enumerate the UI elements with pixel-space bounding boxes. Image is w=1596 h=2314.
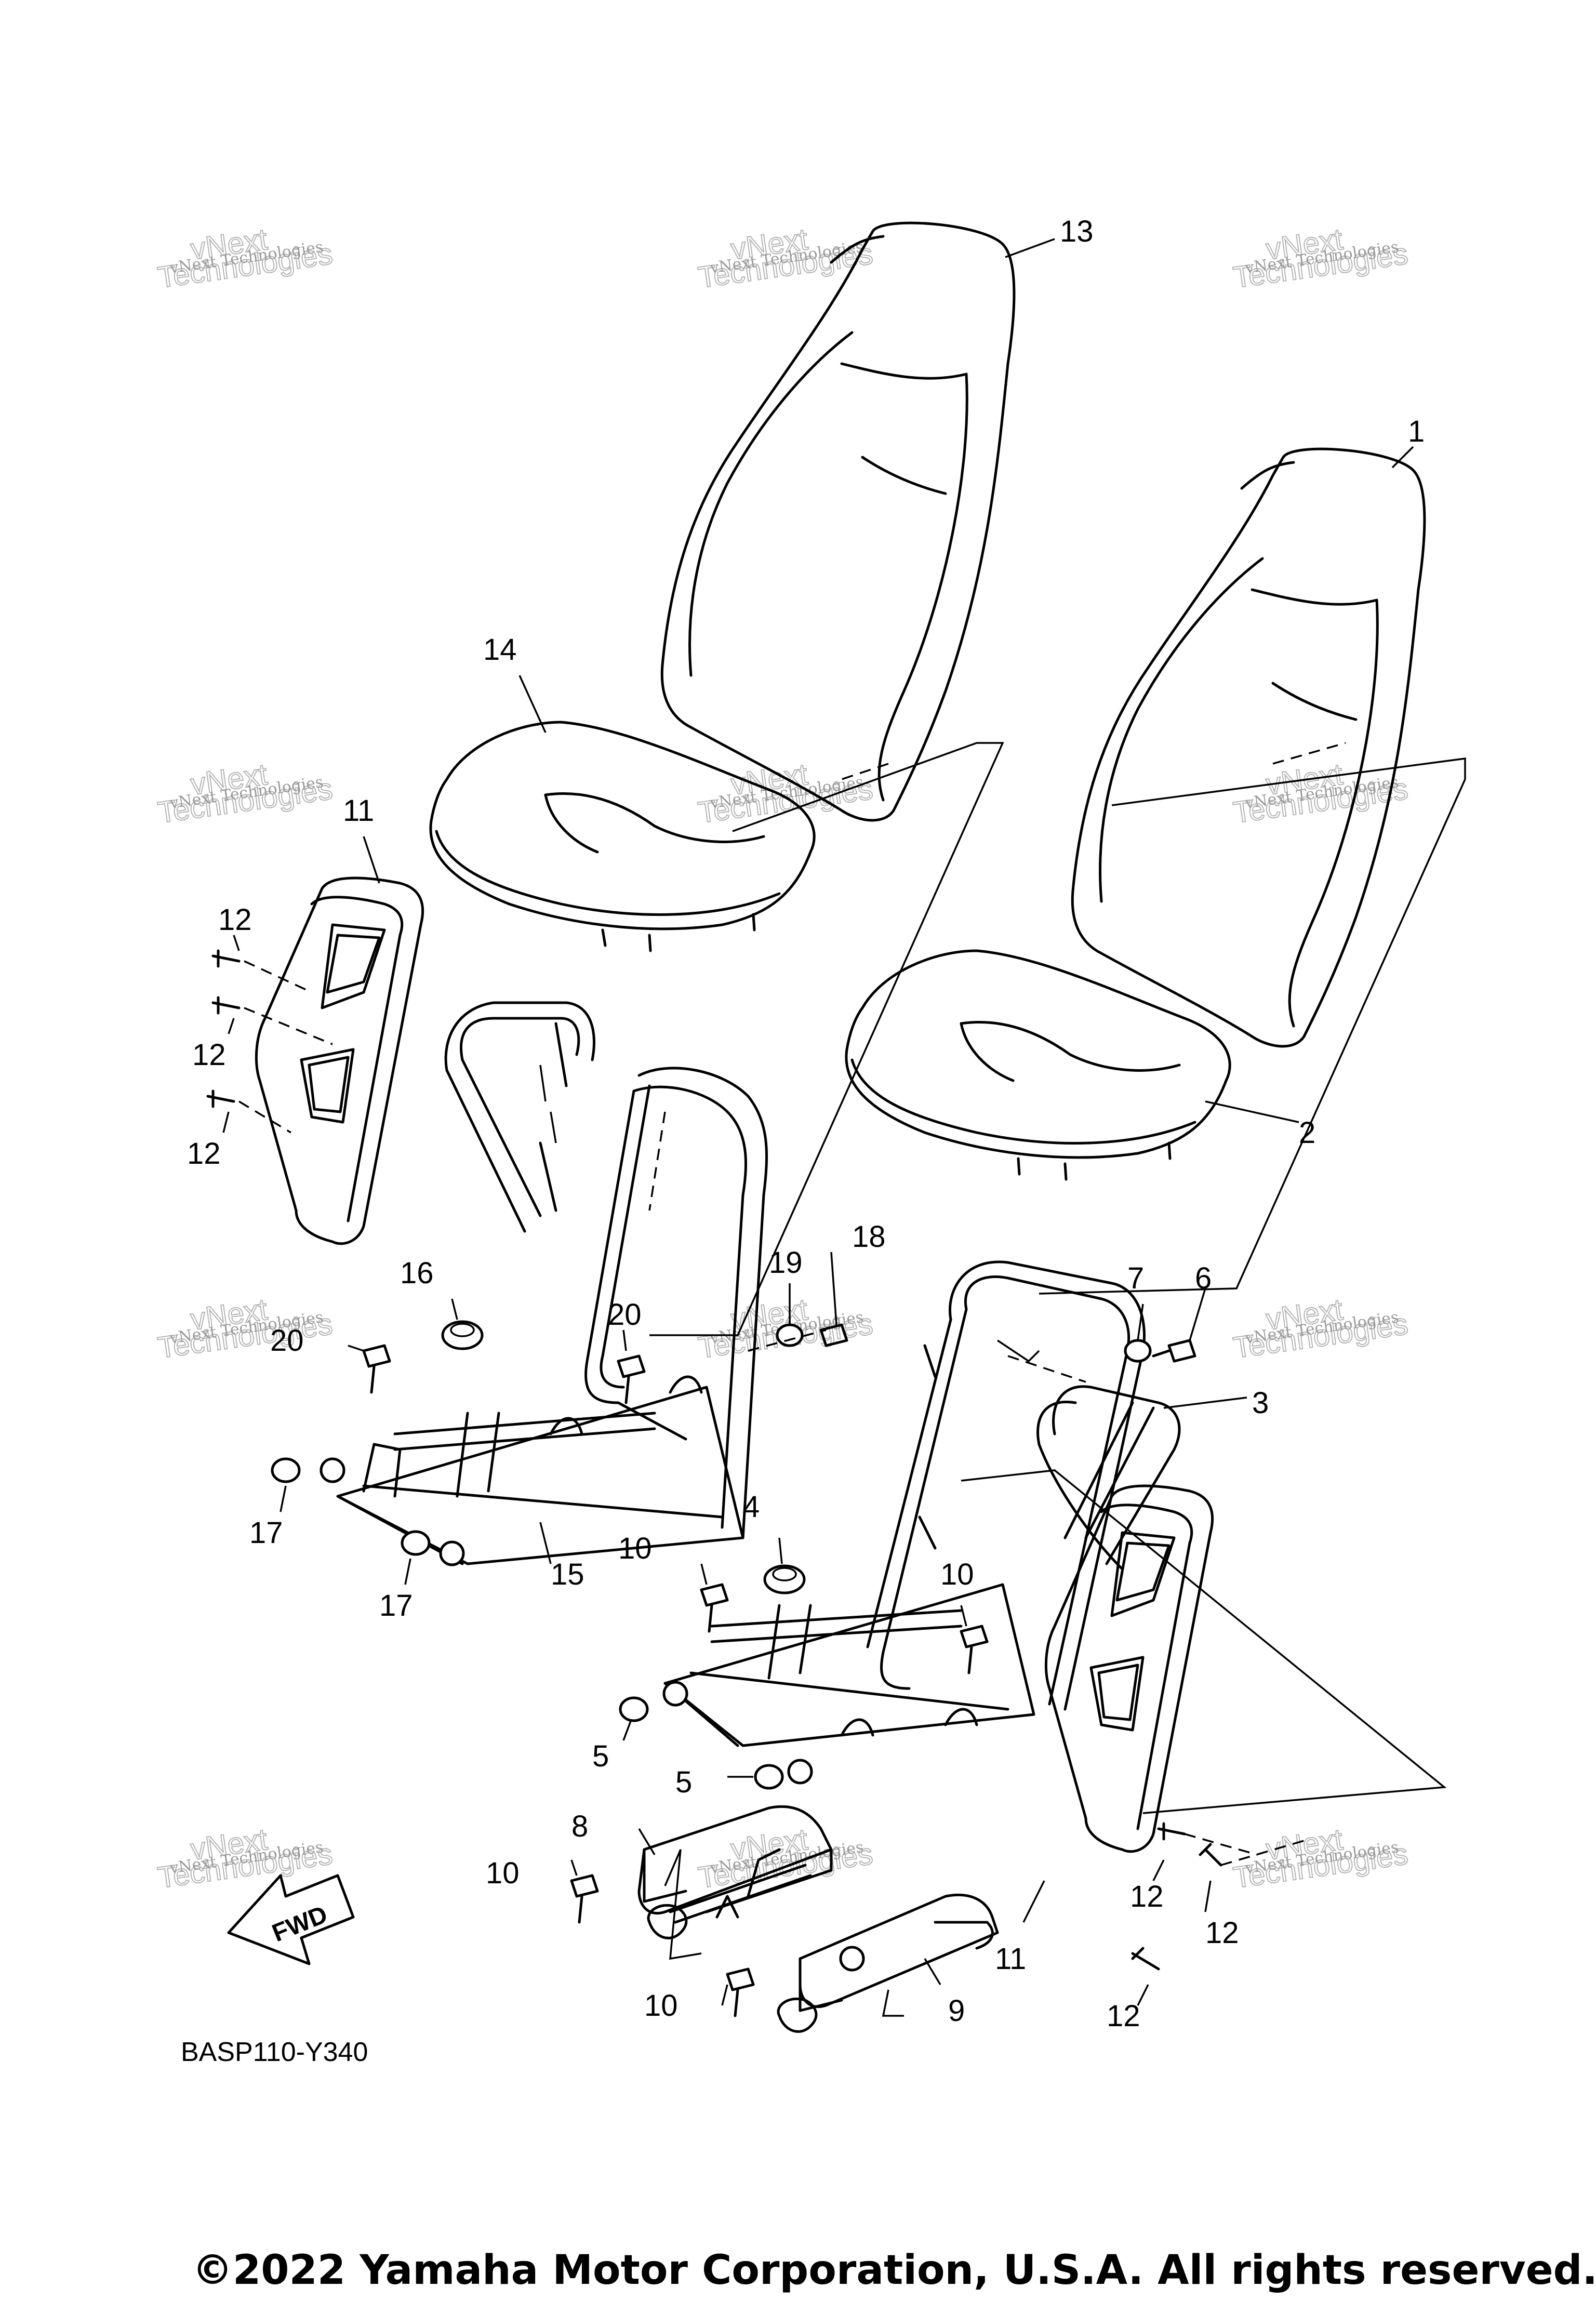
- seat-rail-right: [777, 1893, 999, 2033]
- seat-cushion-left: [429, 721, 816, 952]
- callout-label: 18: [852, 1220, 886, 1254]
- seat-frame-left: [320, 1001, 768, 1566]
- callout-label: 12: [1130, 1880, 1164, 1913]
- callout-label: 3: [1252, 1386, 1269, 1420]
- callout-label: 13: [1060, 215, 1094, 248]
- seat-cushion-right: [845, 949, 1231, 1181]
- callout-label: 5: [592, 1739, 609, 1773]
- callout-label: 10: [486, 1856, 520, 1890]
- callout-label: 12: [1205, 1916, 1239, 1950]
- side-panel-left: [255, 876, 424, 1245]
- callout-label: 8: [571, 1810, 588, 1843]
- leader-lines: [222, 238, 1466, 2017]
- callout-label: 4: [743, 1490, 760, 1524]
- seat-back-left: [660, 221, 1016, 822]
- callout-label: 2: [1299, 1116, 1315, 1150]
- callout-label: 12: [192, 1038, 226, 1072]
- fwd-arrow-icon: FWD: [227, 1874, 355, 1965]
- callout-label: 1: [1408, 415, 1425, 448]
- callout-label: 9: [948, 1994, 965, 2028]
- callout-label: 15: [551, 1558, 584, 1591]
- callout-label: 20: [270, 1324, 304, 1358]
- callout-label: 12: [187, 1137, 221, 1171]
- callout-label: 6: [1195, 1261, 1212, 1295]
- callouts: 13 1 14 2 3 11 12 12 12 16 20 20 19 18 7…: [187, 215, 1425, 2033]
- callout-label: 12: [218, 903, 252, 937]
- callout-label: 10: [940, 1558, 974, 1591]
- hardware: [206, 949, 1222, 2017]
- seat-frame-right: [662, 1260, 1181, 1785]
- diagram-code: BASP110-Y340: [181, 2037, 368, 2067]
- seat-back-right: [1071, 447, 1426, 1048]
- side-panel-right: [1044, 1484, 1214, 1853]
- callout-label: 5: [675, 1765, 692, 1799]
- callout-label: 19: [769, 1246, 803, 1280]
- fwd-label: FWD: [269, 1900, 331, 1947]
- callout-label: 11: [343, 794, 374, 828]
- callout-label: 17: [249, 1516, 283, 1550]
- callout-label: 14: [483, 633, 517, 667]
- callout-label: 16: [400, 1256, 434, 1290]
- callout-label: 11: [995, 1942, 1026, 1976]
- seat-rail-left: [637, 1805, 833, 1939]
- callout-label: 17: [379, 1589, 413, 1623]
- callout-label: 10: [644, 1989, 678, 2023]
- copyright-notice: ©2022 Yamaha Motor Corporation, U.S.A. A…: [192, 2247, 1596, 2294]
- callout-label: 10: [618, 1532, 652, 1565]
- watermarks: vNext Technologies vNext Technologies vN…: [155, 222, 1411, 1895]
- callout-label: 7: [1127, 1261, 1144, 1295]
- callout-label: 20: [608, 1298, 642, 1332]
- callout-label: 12: [1107, 1999, 1140, 2033]
